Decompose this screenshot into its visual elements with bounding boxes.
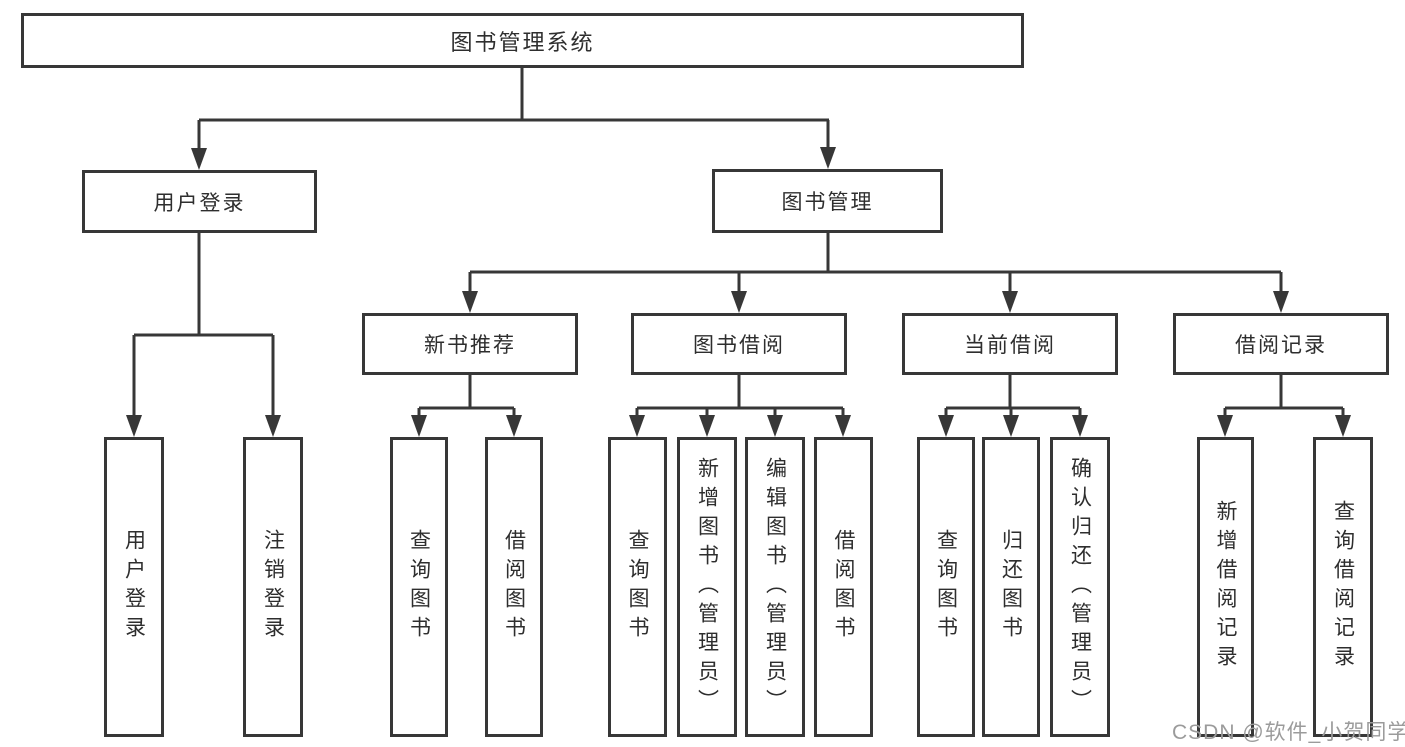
leaf-return-books: 归还图书 <box>982 437 1040 737</box>
connector-root-to-level2 <box>191 68 836 170</box>
leaf-confirm-return-admin-label: 确认归还（管理员） <box>1068 456 1092 718</box>
node-current-borrow: 当前借阅 <box>902 313 1118 375</box>
node-new-book-recommend: 新书推荐 <box>362 313 578 375</box>
node-user-login: 用户登录 <box>82 170 317 233</box>
leaf-query-books-3: 查询图书 <box>917 437 975 737</box>
connector-book-management-children <box>462 233 1289 313</box>
leaf-logout-label: 注销登录 <box>261 529 285 645</box>
leaf-query-borrow-record-label: 查询借阅记录 <box>1331 500 1355 674</box>
node-book-management: 图书管理 <box>712 169 943 233</box>
leaf-query-books-3-label: 查询图书 <box>934 529 958 645</box>
leaf-query-books-2-label: 查询图书 <box>626 529 649 645</box>
leaf-query-books-1-label: 查询图书 <box>407 529 431 645</box>
leaf-return-books-label: 归还图书 <box>999 529 1023 645</box>
leaf-confirm-return-admin: 确认归还（管理员） <box>1050 437 1110 737</box>
leaf-edit-book-admin-label: 编辑图书（管理员） <box>763 456 787 718</box>
node-book-borrow: 图书借阅 <box>631 313 847 375</box>
leaf-add-book-admin-label: 新增图书（管理员） <box>695 456 719 718</box>
connector-book-borrow-children <box>629 375 851 437</box>
leaf-borrow-books-2: 借阅图书 <box>814 437 873 737</box>
leaf-borrow-books-1-label: 借阅图书 <box>502 529 526 645</box>
leaf-user-login: 用户登录 <box>104 437 164 737</box>
leaf-query-borrow-record: 查询借阅记录 <box>1313 437 1373 737</box>
leaf-add-borrow-record-label: 新增借阅记录 <box>1214 500 1237 674</box>
node-borrow-records: 借阅记录 <box>1173 313 1389 375</box>
leaf-add-borrow-record: 新增借阅记录 <box>1197 437 1254 737</box>
leaf-logout: 注销登录 <box>243 437 303 737</box>
connector-current-borrow-children <box>938 375 1088 437</box>
leaf-query-books-2: 查询图书 <box>608 437 667 737</box>
leaf-borrow-books-2-label: 借阅图书 <box>832 529 855 645</box>
connector-borrow-records-children <box>1217 375 1351 437</box>
leaf-add-book-admin: 新增图书（管理员） <box>677 437 737 737</box>
leaf-user-login-label: 用户登录 <box>122 529 146 645</box>
leaf-edit-book-admin: 编辑图书（管理员） <box>745 437 805 737</box>
node-root-library-management-system: 图书管理系统 <box>21 13 1024 68</box>
leaf-borrow-books-1: 借阅图书 <box>485 437 543 737</box>
connector-user-login-children <box>126 233 281 437</box>
leaf-query-books-1: 查询图书 <box>390 437 448 737</box>
connector-new-book-recommend-children <box>411 375 522 437</box>
